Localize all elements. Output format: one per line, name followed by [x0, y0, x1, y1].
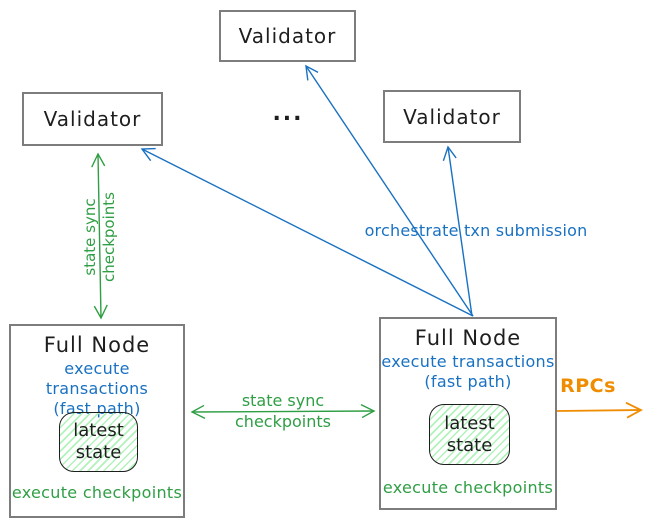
full-node-left-execute-transactions: execute transactions (fast path): [11, 359, 183, 419]
state-sync-vertical-label: state sync checkpoints: [81, 157, 119, 317]
rpcs-label: RPCs: [560, 375, 616, 397]
full-node-right-execute-checkpoints: execute checkpoints: [382, 478, 554, 497]
state-sync-line1: state sync: [81, 198, 99, 276]
latest-state-box-right: latest state: [429, 404, 510, 465]
fast-path-text: (fast path): [424, 372, 512, 391]
full-node-left: Full Node execute transactions (fast pat…: [9, 324, 185, 518]
validator-left-label: Validator: [43, 107, 142, 131]
full-node-right-title: Full Node: [414, 326, 522, 350]
validators-ellipsis: ...: [272, 101, 304, 126]
state-sync-line1: state sync: [241, 391, 325, 410]
full-node-left-execute-checkpoints: execute checkpoints: [11, 483, 183, 502]
state-sync-horizontal-arrow: [190, 403, 376, 420]
execute-transactions-text: execute transactions: [381, 352, 555, 371]
state-sync-vertical-arrow: [91, 152, 108, 320]
full-node-right: Full Node execute transactions (fast pat…: [379, 317, 557, 510]
validator-right-label: Validator: [403, 104, 501, 129]
validator-box-top: Validator: [219, 10, 356, 62]
state-sync-horizontal-label: state sync checkpoints: [203, 390, 363, 432]
orchestrate-arrow-to-right-validator: [442, 145, 473, 317]
latest-state-box-left: latest state: [59, 412, 138, 472]
orchestrate-txn-label: orchestrate txn submission: [364, 221, 588, 240]
rpcs-arrow: [556, 401, 643, 419]
state-sync-line2: checkpoints: [235, 412, 331, 431]
orchestrate-arrow-to-left-validator: [140, 147, 474, 317]
orchestrate-arrow-to-top-validator: [305, 64, 474, 317]
state-sync-line2: checkpoints: [100, 192, 118, 282]
full-node-left-title: Full Node: [43, 333, 151, 357]
full-node-right-execute-transactions: execute transactions (fast path): [381, 352, 555, 392]
validator-top-label: Validator: [238, 24, 337, 48]
validator-box-right: Validator: [383, 90, 521, 143]
validator-box-left: Validator: [22, 92, 163, 146]
execute-transactions-text: execute transactions: [45, 359, 149, 398]
